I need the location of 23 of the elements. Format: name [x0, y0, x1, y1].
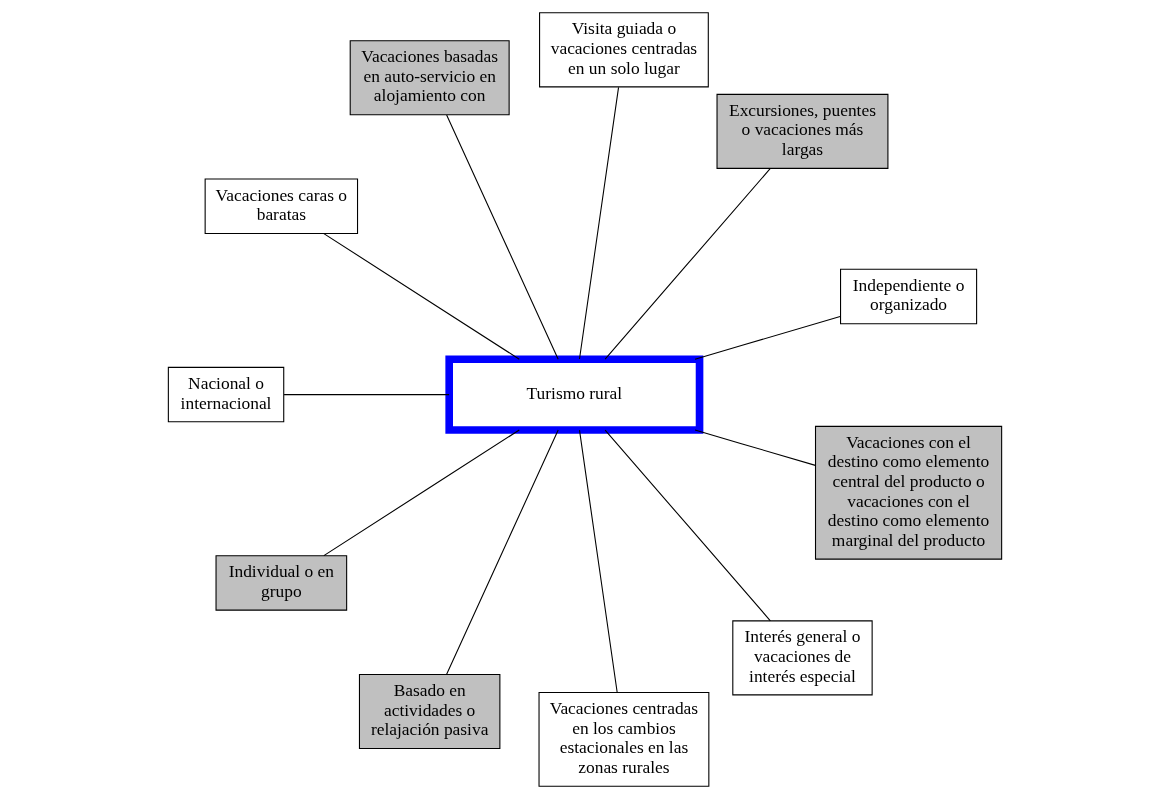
node-box: Nacional o internacional — [167, 366, 285, 423]
connector — [694, 316, 841, 360]
connector — [446, 114, 559, 360]
connector — [604, 167, 771, 360]
connector — [604, 429, 771, 622]
connector — [446, 429, 559, 675]
node-box: Turismo rural — [445, 355, 704, 434]
connector — [578, 86, 620, 360]
connector — [283, 394, 450, 396]
connector — [578, 429, 618, 694]
node-box: Individual o en grupo — [215, 555, 348, 611]
node-box: Visita guiada o vacaciones centradas en un solo lugar — [539, 12, 709, 88]
node-box: Excursiones, puentes o vacaciones más largas — [716, 93, 889, 169]
connector — [323, 233, 520, 360]
node-box: Vacaciones caras o baratas — [204, 178, 359, 235]
connector — [694, 429, 816, 466]
node-box: Interés general o vacaciones de interés especial — [732, 620, 873, 696]
node-box: Vacaciones basadas en auto-servicio en alojamiento con — [349, 40, 510, 116]
node-box: Independiente o organizado — [840, 268, 978, 325]
node-box: Vacaciones centradas en los cambios estacionales en las zonas rurales — [538, 692, 710, 787]
node-box: Basado en actividades o relajación pasiva — [358, 673, 501, 749]
connector — [323, 429, 520, 557]
node-box: Vacaciones con el destino como elemento central del producto o vacaciones con el destino como elemento marginal del producto — [814, 425, 1003, 560]
